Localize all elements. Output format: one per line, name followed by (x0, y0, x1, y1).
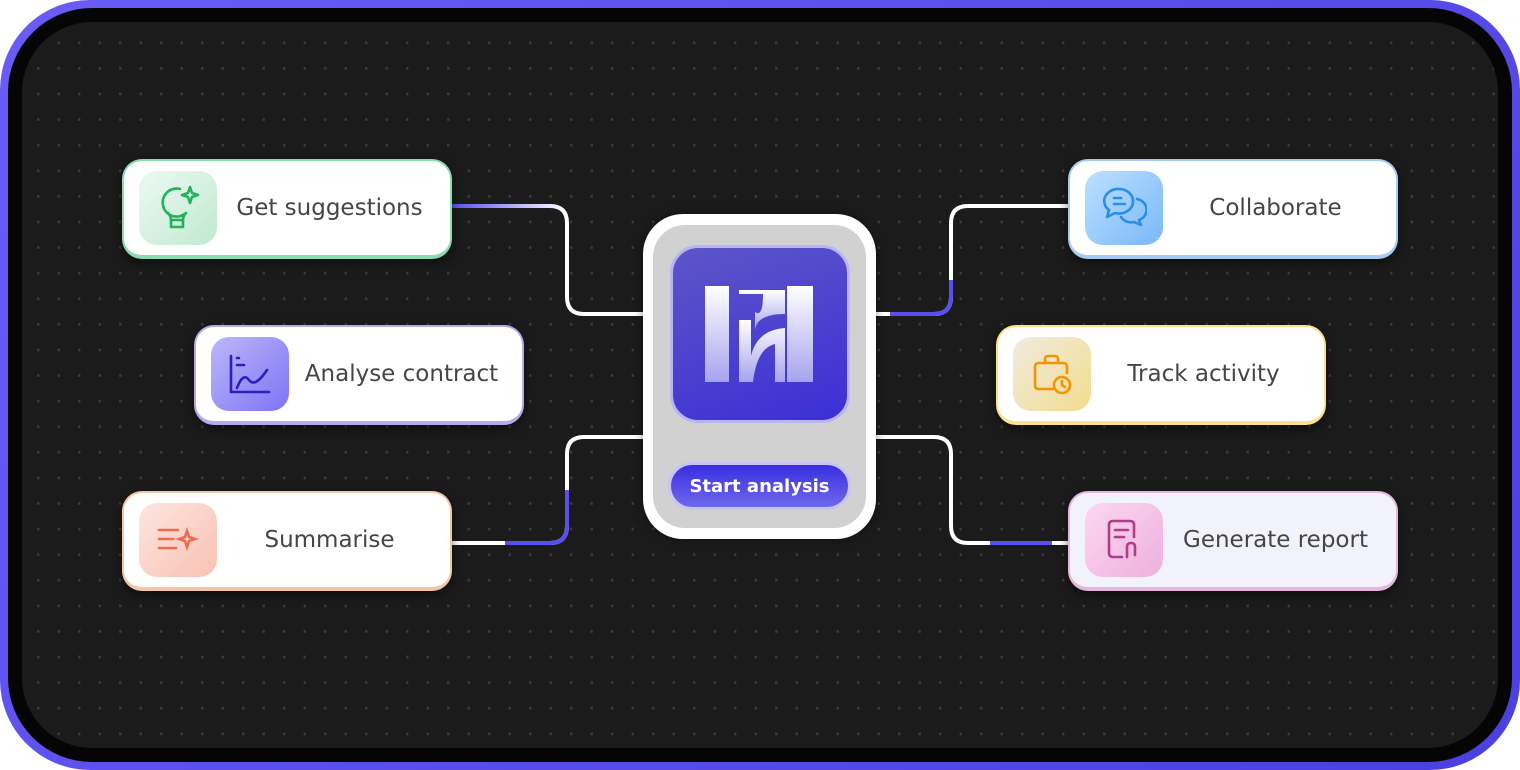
center-hub-inner: Start analysis (653, 225, 866, 528)
card-label: Get suggestions (236, 195, 423, 221)
card-track-activity[interactable]: Track activity (996, 325, 1326, 425)
start-analysis-button[interactable]: Start analysis (668, 462, 851, 510)
card-label: Analyse contract (304, 361, 499, 387)
center-hub: Start analysis (643, 214, 876, 539)
document-attachment-icon (1085, 503, 1163, 577)
card-summarise[interactable]: Summarise (122, 491, 452, 591)
connector-collaborate (876, 204, 1068, 316)
logo-icon (670, 245, 850, 423)
card-label: Collaborate (1209, 195, 1342, 221)
connector-generate-report (876, 435, 1068, 545)
connector-get-suggestions (452, 204, 643, 316)
chat-bubbles-icon (1085, 171, 1163, 245)
connector-summarise-accent (505, 490, 569, 545)
card-label: Summarise (264, 527, 395, 553)
briefcase-clock-icon (1013, 337, 1091, 411)
card-label: Generate report (1183, 527, 1368, 553)
card-collaborate[interactable]: Collaborate (1068, 159, 1398, 259)
lightbulb-sparkle-icon (139, 171, 217, 245)
card-analyse-contract[interactable]: Analyse contract (194, 325, 524, 425)
connector-summarise (452, 435, 643, 545)
card-generate-report[interactable]: Generate report (1068, 491, 1398, 591)
chart-line-icon (211, 337, 289, 411)
card-label: Track activity (1127, 361, 1280, 387)
connector-collaborate-accent (890, 280, 953, 316)
card-get-suggestions[interactable]: Get suggestions (122, 159, 452, 259)
text-sparkle-icon (139, 503, 217, 577)
